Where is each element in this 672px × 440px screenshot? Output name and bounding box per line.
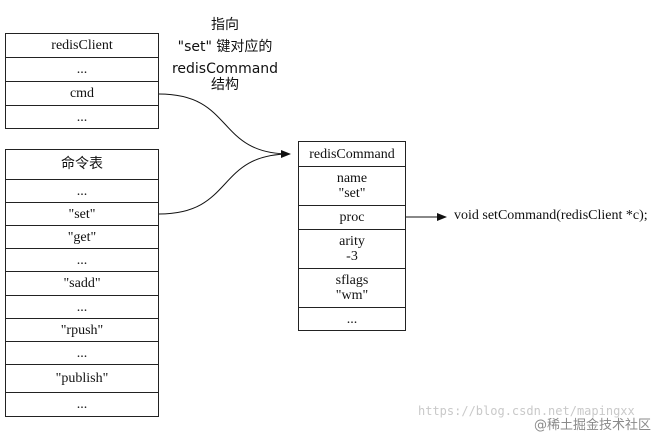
command-table-row-publish: "publish" [5, 364, 159, 393]
struct-title: redisCommand [298, 141, 406, 167]
struct-field-ellipsis: ... [298, 307, 406, 331]
command-table-row: ... [5, 341, 159, 365]
struct-field-name: name "set" [298, 166, 406, 206]
set-to-struct-connector [158, 153, 291, 215]
client-cell-ellipsis-2: ... [5, 105, 159, 129]
struct-field-sflags: sflags "wm" [298, 268, 406, 308]
command-table-row-sadd: "sadd" [5, 271, 159, 296]
annotation-text: 指向 "set" 键对应的 redisCommand 结构 [170, 14, 280, 96]
struct-field-proc: proc [298, 205, 406, 230]
cmd-to-struct-connector [158, 93, 291, 158]
command-table-row-set: "set" [5, 202, 159, 226]
command-table-row-rpush: "rpush" [5, 318, 159, 342]
command-table-row-get: "get" [5, 225, 159, 249]
watermark-url: https://blog.csdn.net/mapingxx [418, 404, 635, 418]
annotation-line-1: 指向 [211, 17, 239, 33]
watermark-site: @稀土掘金技术社区 [534, 418, 652, 433]
client-cell-title: redisClient [5, 33, 159, 58]
command-table-title: 命令表 [5, 149, 159, 180]
command-table-row: ... [5, 392, 159, 417]
annotation-line-3: redisCommand [171, 61, 279, 77]
annotation-line-2: "set" 键对应的 [177, 39, 273, 55]
command-table-row: ... [5, 248, 159, 272]
proc-target-function: void setCommand(redisClient *c); [454, 208, 648, 223]
annotation-line-4: 结构 [211, 77, 239, 93]
